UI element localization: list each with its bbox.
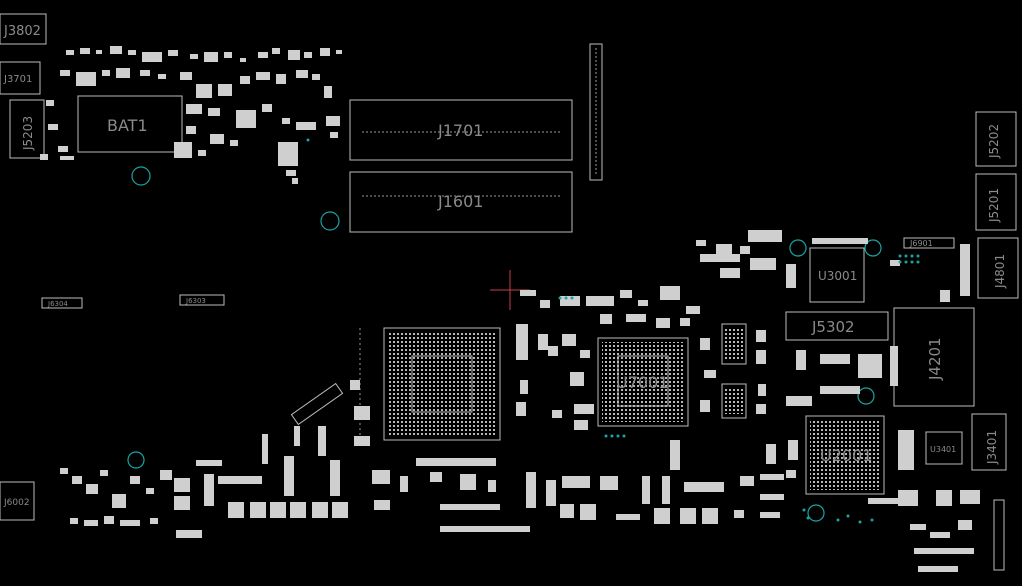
cpu-bga-socket[interactable]	[383, 327, 501, 441]
connector-j1701[interactable]: J1701	[349, 99, 573, 161]
vertical-connector-strip-right	[993, 499, 1005, 571]
connector-j1601[interactable]: J1601	[349, 171, 573, 233]
connector-j3701[interactable]: J3701	[0, 61, 41, 95]
component-cluster-bottom	[60, 426, 980, 572]
svg-text:U7001: U7001	[616, 373, 668, 392]
svg-text:J5203: J5203	[21, 116, 35, 151]
connector-j6304[interactable]: J6304	[41, 297, 83, 309]
vertical-connector-strip	[589, 43, 603, 181]
svg-text:J4201: J4201	[926, 337, 944, 381]
connector-j3802[interactable]: J3802	[0, 13, 47, 45]
mounting-hole	[320, 211, 340, 231]
via-cluster	[306, 138, 920, 524]
connector-j4801[interactable]: J4801	[977, 237, 1019, 299]
svg-text:BAT1: BAT1	[107, 116, 148, 135]
svg-text:J1601: J1601	[437, 192, 483, 211]
svg-text:U2001: U2001	[820, 446, 872, 465]
component-cluster-middle	[350, 230, 970, 446]
connector-j6002[interactable]: J6002	[0, 481, 35, 521]
svg-text:J3802: J3802	[3, 24, 41, 39]
angled-component	[290, 382, 344, 426]
svg-text:J4801: J4801	[993, 254, 1007, 289]
svg-text:J3701: J3701	[3, 74, 32, 85]
mounting-hole	[807, 504, 825, 522]
connector-j5202[interactable]: J5202	[975, 111, 1017, 167]
svg-text:J6303: J6303	[185, 297, 206, 305]
connector-j3401[interactable]: J3401	[971, 413, 1007, 471]
chip-u3001[interactable]: U3001	[809, 247, 865, 303]
svg-text:J3401: J3401	[985, 430, 999, 465]
mounting-hole	[131, 166, 151, 186]
connector-j5302[interactable]: J5302	[785, 311, 889, 341]
svg-text:U3001: U3001	[818, 269, 857, 283]
chipset-u2001[interactable]: U2001	[805, 415, 885, 495]
svg-text:J1701: J1701	[437, 121, 483, 140]
svg-text:U3401: U3401	[930, 445, 956, 454]
battery-connector-bat1[interactable]: BAT1	[77, 95, 183, 153]
memory-chips	[721, 323, 747, 419]
connector-j4201[interactable]: J4201	[893, 307, 975, 407]
svg-text:J5302: J5302	[811, 318, 855, 336]
svg-text:J5202: J5202	[987, 124, 1001, 159]
connector-j6303[interactable]: J6303	[179, 294, 225, 306]
chip-u3401[interactable]: U3401	[925, 431, 963, 465]
mounting-hole	[789, 239, 807, 257]
mounting-hole	[127, 451, 145, 469]
mounting-hole	[864, 239, 882, 257]
svg-text:J6901: J6901	[909, 239, 933, 248]
connector-j5203[interactable]: J5203	[9, 99, 45, 159]
gpu-chip-u7001[interactable]: U7001	[597, 337, 689, 427]
connector-j5201[interactable]: J5201	[975, 173, 1017, 231]
mounting-hole	[857, 387, 875, 405]
svg-text:J6304: J6304	[47, 300, 68, 308]
component-cluster-top-left	[40, 46, 342, 184]
svg-text:J6002: J6002	[3, 498, 30, 508]
connector-j6901[interactable]: J6901	[903, 237, 955, 249]
svg-text:J5201: J5201	[987, 188, 1001, 223]
